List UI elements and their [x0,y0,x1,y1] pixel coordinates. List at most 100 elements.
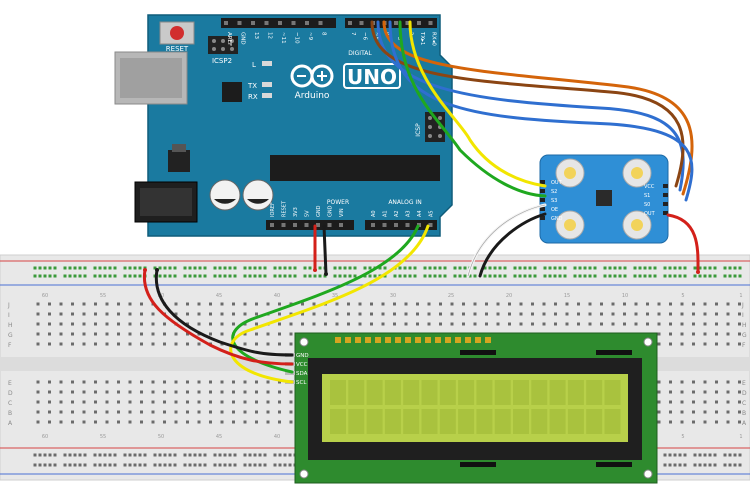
breadboard-hole [73,266,77,270]
row-letter: I [742,312,744,319]
breadboard-hole [523,266,527,270]
sensor-chip [596,190,612,206]
breadboard-hole [708,266,712,270]
breadboard-hole [213,274,217,278]
breadboard-hole [73,463,77,467]
lcd-char-cell [476,409,493,434]
breadboard-hole [94,312,97,316]
breadboard-hole [174,380,178,384]
header-pin [281,223,286,227]
pin-label: A2 [394,210,400,217]
breadboard-hole [443,274,447,278]
breadboard-hole [94,400,97,404]
breadboard-hole [59,312,63,316]
breadboard-hole [669,342,672,346]
led-rx-label: RX [248,93,258,101]
breadboard-hole [468,274,472,278]
wire-red-sensor [666,213,700,274]
breadboard-hole [128,342,132,346]
breadboard-hole [703,400,707,404]
breadboard-hole [105,380,109,384]
breadboard-hole [577,322,580,326]
breadboard-hole [63,274,67,278]
header-pin [371,223,375,227]
breadboard-hole [68,274,72,278]
breadboard-hole [48,420,51,424]
breadboard-hole [715,312,718,316]
breadboard-hole [577,312,580,316]
breadboard-hole [513,266,517,270]
breadboard-hole [728,463,732,467]
breadboard-hole [623,312,626,316]
breadboard-hole [258,266,262,270]
breadboard-hole [673,453,677,457]
breadboard-hole [186,420,189,424]
breadboard-hole [733,266,737,270]
sensor-pin-label: S0 [644,202,650,208]
pin-label: A4 [417,210,423,217]
row-letter: H [742,322,747,329]
breadboard-hole [78,463,82,467]
led-rx [262,93,272,98]
breadboard-hole [496,322,500,326]
breadboard-hole [335,322,339,326]
breadboard-hole [197,302,201,306]
breadboard-hole [703,463,707,467]
column-number: 10 [622,293,628,299]
breadboard-hole [128,390,132,394]
breadboard-hole [174,390,178,394]
breadboard-hole [398,274,402,278]
lcd-char-cell [458,409,475,434]
breadboard-hole [703,380,707,384]
breadboard-hole [353,266,357,270]
breadboard-hole [381,322,385,326]
breadboard-hole [108,453,112,457]
breadboard-hole [103,453,107,457]
breadboard-hole [324,312,327,316]
breadboard-hole [123,463,127,467]
breadboard-hole [283,266,287,270]
lcd-char-cell [439,380,456,405]
pin-label: A0 [371,210,377,217]
breadboard-hole [553,274,557,278]
pin-label: RESET [282,200,288,217]
breadboard-hole [117,390,120,394]
breadboard-hole [381,312,385,316]
lcd-pin-label: SDA [296,371,308,377]
breadboard-hole [613,274,617,278]
lcd-char-cell [421,409,438,434]
breadboard-hole [403,266,407,270]
breadboard-hole [197,400,201,404]
breadboard-hole [378,266,382,270]
breadboard-hole [105,302,109,306]
breadboard-hole [258,274,262,278]
breadboard-hole [203,266,207,270]
breadboard-hole [683,266,687,270]
breadboard-hole [553,266,557,270]
breadboard-hole [220,400,224,404]
sensor-pin [540,189,545,193]
breadboard-hole [278,274,282,278]
breadboard-hole [573,274,577,278]
wire-green-a4 [231,224,420,374]
capacitor-1 [209,179,241,211]
breadboard-hole [82,342,86,346]
breadboard-hole [708,453,712,457]
breadboard-hole [715,400,718,404]
breadboard-hole [496,312,500,316]
breadboard-hole [128,453,132,457]
breadboard-hole [393,302,396,306]
sensor-pin [540,180,545,184]
breadboard-hole [248,453,252,457]
lcd-char-cell [494,409,511,434]
breadboard-hole [738,322,741,326]
breadboard-hole [71,390,74,394]
breadboard-hole [433,266,437,270]
header-pin [405,223,410,227]
breadboard-hole [548,274,552,278]
breadboard-hole [333,274,337,278]
header-pin [291,21,296,25]
breadboard-hole [657,390,661,394]
breadboard-hole [263,463,267,467]
lcd-char-cell [384,409,401,434]
